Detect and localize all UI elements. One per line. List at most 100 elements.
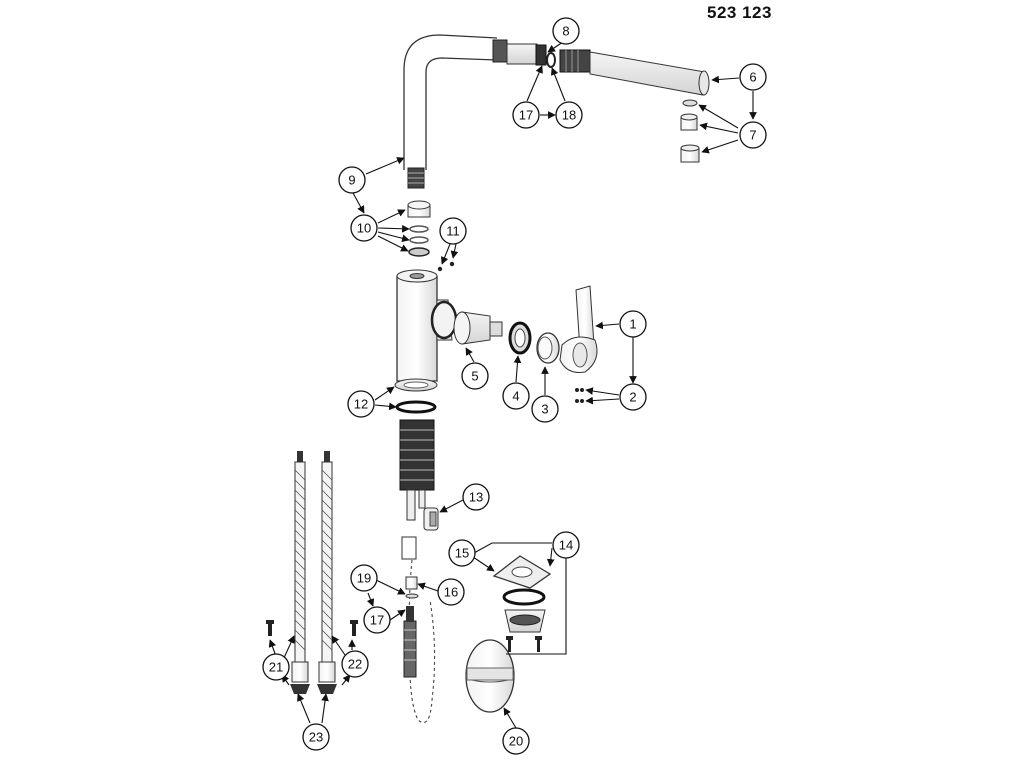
callout-circle xyxy=(619,383,647,411)
spout-seal-ring xyxy=(408,247,430,257)
callout-17: 17 xyxy=(512,101,540,129)
callout-circle xyxy=(739,121,767,149)
callout-2: 2 xyxy=(619,383,647,411)
aerator-washer xyxy=(682,99,698,107)
aerator-insert xyxy=(559,49,591,73)
callout-number: 15 xyxy=(455,546,469,561)
callout-number: 20 xyxy=(509,734,523,749)
mixer-body xyxy=(396,269,458,382)
callout-1: 1 xyxy=(619,310,647,338)
callout-20: 20 xyxy=(502,727,530,755)
mounting-gasket xyxy=(502,588,546,606)
callout-circle xyxy=(338,166,366,194)
cartridge-cover xyxy=(536,332,560,364)
callout-12: 12 xyxy=(347,390,375,418)
callout-9: 9 xyxy=(338,166,366,194)
callout-number: 17 xyxy=(519,108,533,123)
callout-23: 23 xyxy=(302,723,330,751)
callout-circle xyxy=(552,17,580,45)
callout-circle xyxy=(262,653,290,681)
grub-screws xyxy=(437,261,455,272)
mounting-shank xyxy=(399,419,435,560)
hose-clip xyxy=(423,507,439,531)
callout-circle xyxy=(619,310,647,338)
callout-number: 1 xyxy=(629,317,636,332)
spout-bushing xyxy=(407,200,431,218)
mounting-bolts xyxy=(506,636,542,652)
spout-o-rings xyxy=(409,225,429,244)
callout-circle xyxy=(439,217,467,245)
base-gasket xyxy=(395,400,437,414)
spout-connector xyxy=(492,39,547,66)
leader-lines xyxy=(268,41,757,729)
hose-washer xyxy=(405,593,419,599)
callout-circle xyxy=(341,650,369,678)
callout-circle xyxy=(350,564,378,592)
mounting-nut xyxy=(504,609,546,633)
callout-circle xyxy=(448,539,476,567)
callout-19: 19 xyxy=(350,564,378,592)
hose-pins xyxy=(266,620,358,636)
callout-circle xyxy=(363,606,391,634)
callout-6: 6 xyxy=(739,63,767,91)
callout-number: 19 xyxy=(357,571,371,586)
aerator-housing xyxy=(680,144,700,163)
callout-number: 13 xyxy=(469,490,483,505)
callout-16: 16 xyxy=(437,578,465,606)
callout-number: 12 xyxy=(354,397,368,412)
callout-11: 11 xyxy=(439,217,467,245)
spout-tube xyxy=(403,34,498,170)
callout-number: 2 xyxy=(629,390,636,405)
callout-14: 14 xyxy=(552,531,580,559)
spout-extension-6 xyxy=(589,51,710,96)
callout-4: 4 xyxy=(502,382,530,410)
callout-5: 5 xyxy=(461,362,489,390)
callout-circle xyxy=(512,101,540,129)
callout-10: 10 xyxy=(350,214,378,242)
cartridge xyxy=(453,311,503,345)
callout-number: 8 xyxy=(562,24,569,39)
callout-circle xyxy=(502,727,530,755)
callout-number: 3 xyxy=(541,402,548,417)
callout-number: 6 xyxy=(749,70,756,85)
callout-13: 13 xyxy=(462,483,490,511)
callout-circle xyxy=(350,214,378,242)
callout-number: 17 xyxy=(370,613,384,628)
callout-number: 10 xyxy=(357,221,371,236)
callout-15: 15 xyxy=(448,539,476,567)
callout-circle xyxy=(462,483,490,511)
lever-screws xyxy=(575,388,584,403)
aerator-screen xyxy=(680,113,698,131)
callout-number: 16 xyxy=(444,585,458,600)
o-ring-18 xyxy=(546,52,556,68)
callout-circle xyxy=(461,362,489,390)
callout-number: 18 xyxy=(562,108,576,123)
hose-nipple xyxy=(405,576,418,590)
callout-number: 5 xyxy=(471,369,478,384)
hose-fittings-23 xyxy=(290,684,337,694)
callout-circle xyxy=(437,578,465,606)
callout-circle xyxy=(552,531,580,559)
callout-circle xyxy=(531,395,559,423)
drawing-part-number: 523 123 xyxy=(707,3,772,22)
mounting-plate xyxy=(492,555,552,589)
pull-out-hose xyxy=(403,559,436,724)
callout-number: 23 xyxy=(309,730,323,745)
retaining-nut xyxy=(508,321,532,355)
supply-hose-hot xyxy=(291,451,309,683)
callout-circle xyxy=(555,101,583,129)
callout-number: 11 xyxy=(446,224,460,239)
spout-thread xyxy=(407,167,425,189)
callout-number: 21 xyxy=(269,660,283,675)
callout-22: 22 xyxy=(341,650,369,678)
callout-circle xyxy=(347,390,375,418)
callout-circle xyxy=(739,63,767,91)
callout-21: 21 xyxy=(262,653,290,681)
base-ring xyxy=(394,378,438,392)
supply-hose-cold xyxy=(318,451,336,683)
callout-7: 7 xyxy=(739,121,767,149)
hose-weight xyxy=(465,639,515,713)
callout-number: 4 xyxy=(512,389,519,404)
